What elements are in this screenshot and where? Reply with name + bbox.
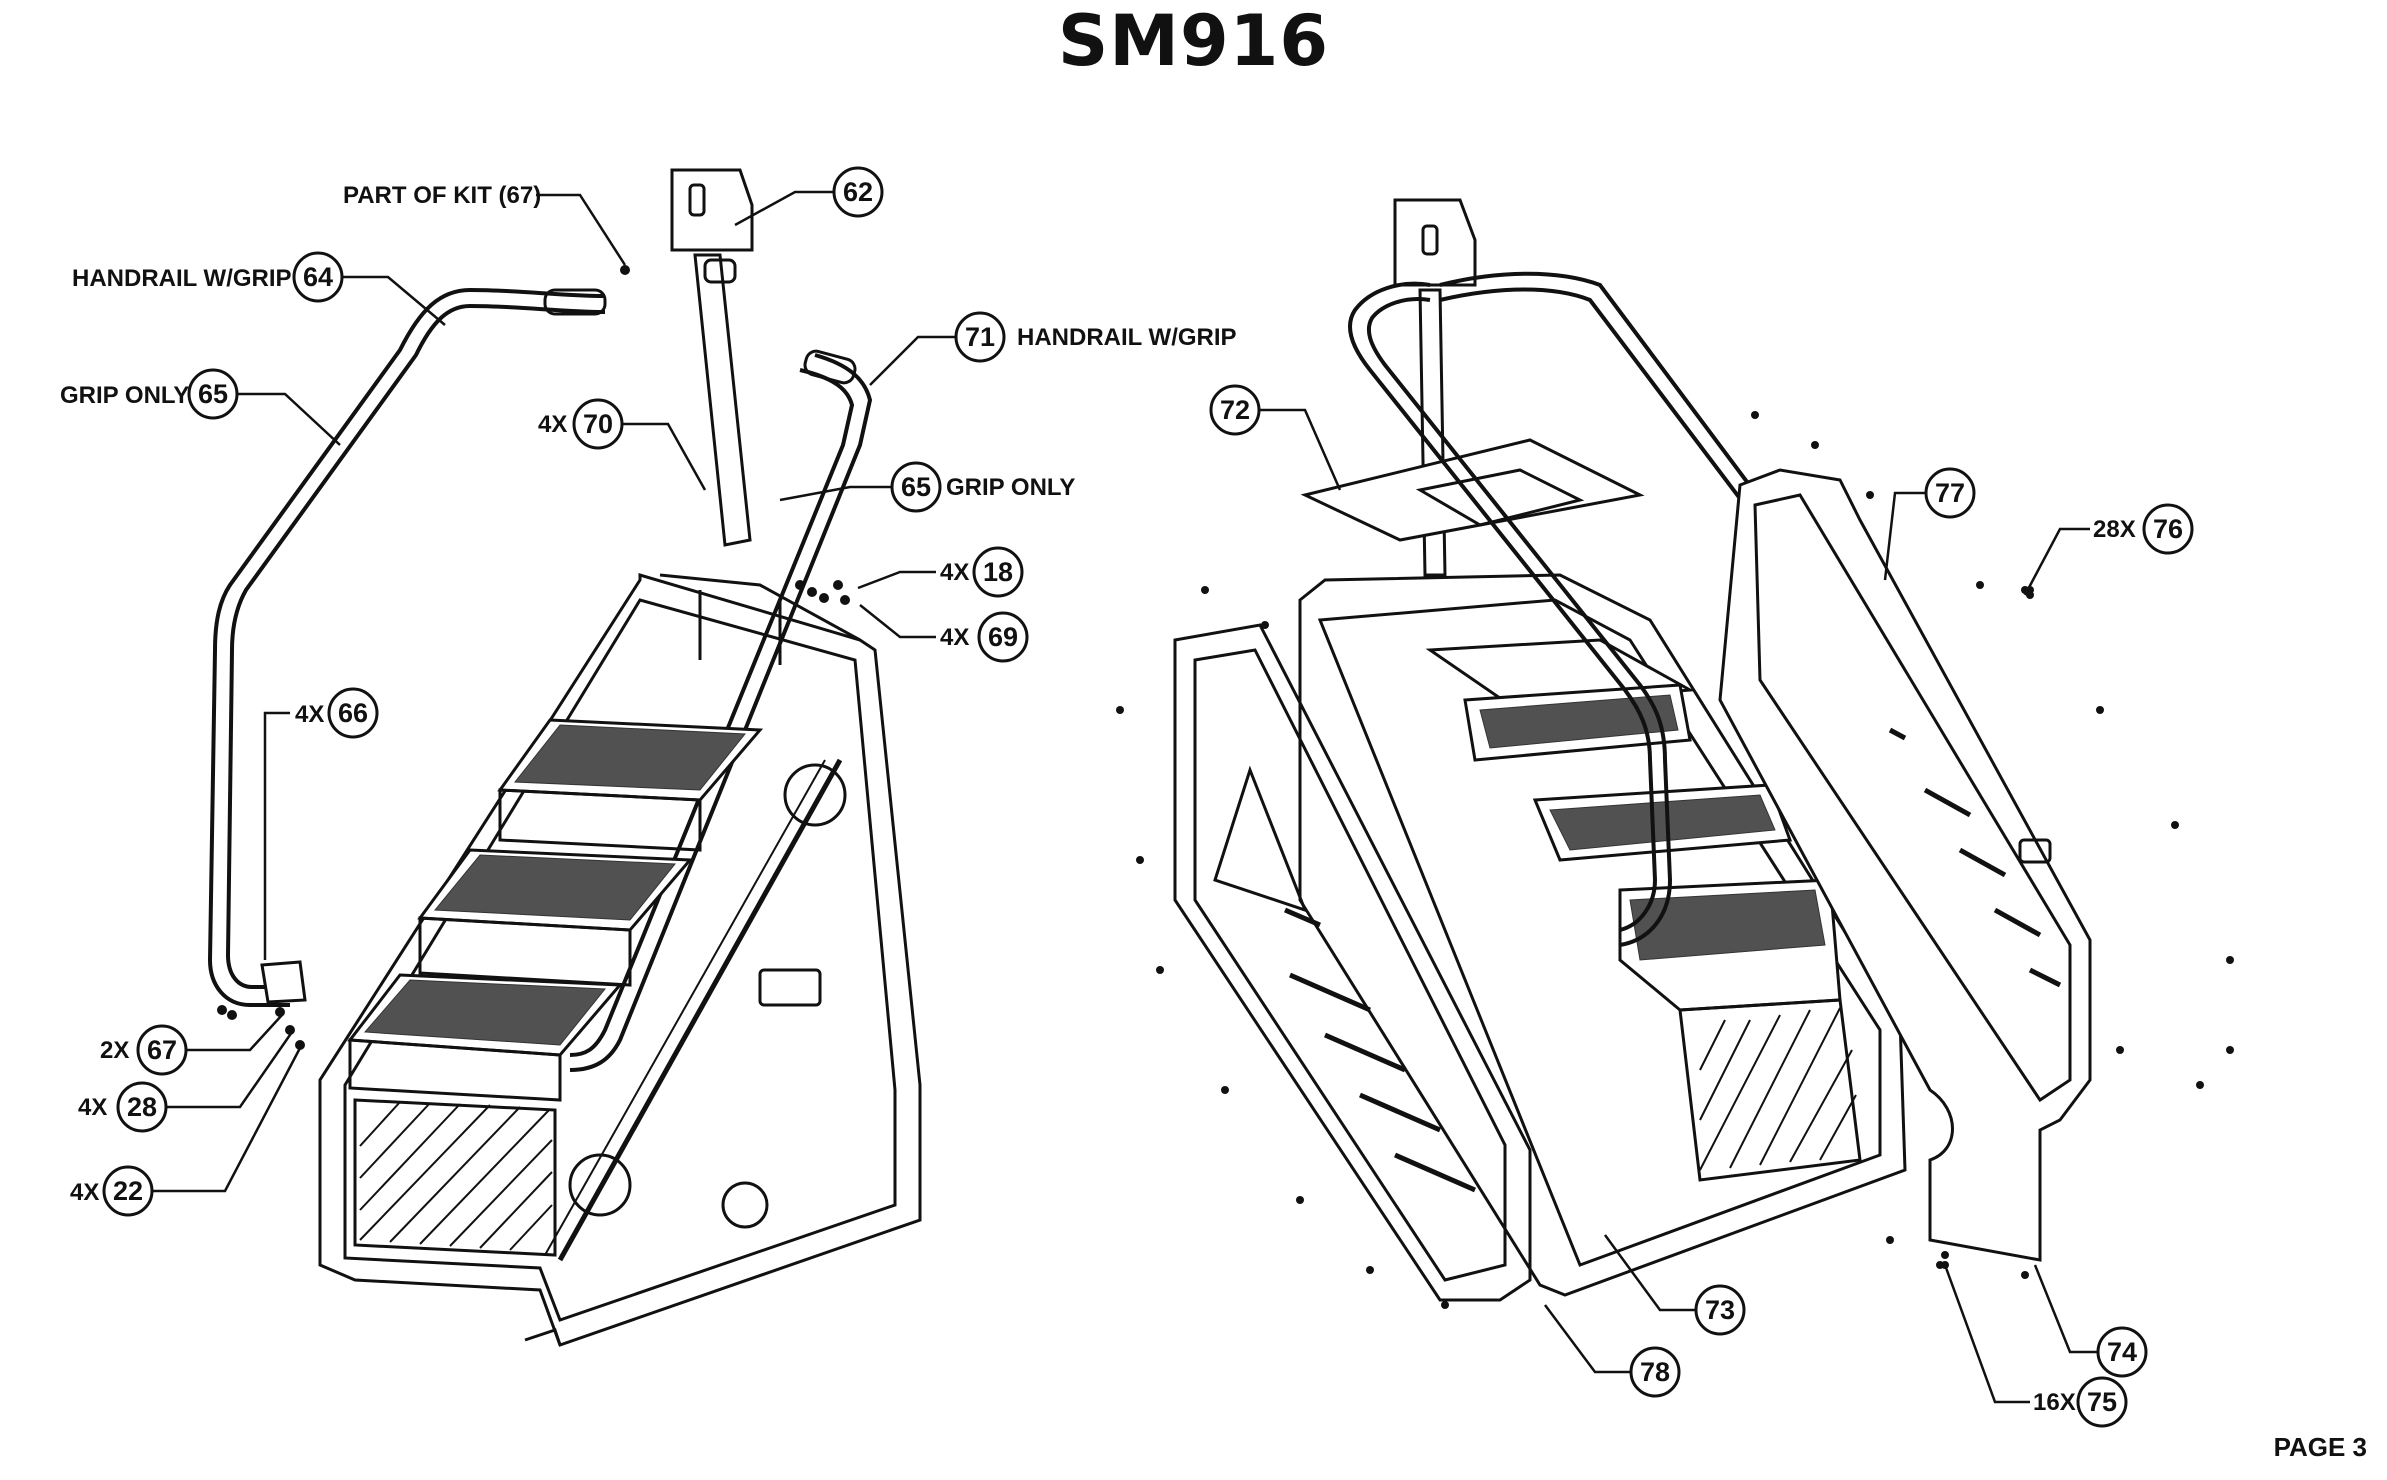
svg-text:72: 72	[1220, 395, 1250, 425]
svg-text:4X: 4X	[78, 1094, 107, 1121]
svg-text:62: 62	[843, 177, 873, 207]
svg-text:4X: 4X	[295, 701, 324, 728]
callout-65-right: 65 GRIP ONLY	[779, 461, 1075, 513]
svg-text:67: 67	[147, 1035, 177, 1065]
callout-76: 28X 76	[2023, 503, 2194, 596]
callout-78: 78	[1543, 1304, 1681, 1398]
svg-text:28: 28	[127, 1092, 157, 1122]
right-steps	[1425, 638, 1862, 1182]
callout-28: 4X 28	[78, 1031, 294, 1133]
callout-64: HANDRAIL W/GRIP 64	[72, 251, 446, 326]
svg-text:75: 75	[2087, 1387, 2117, 1417]
svg-text:74: 74	[2107, 1337, 2137, 1367]
svg-text:22: 22	[113, 1176, 143, 1206]
page-number: PAGE 3	[2273, 1432, 2367, 1462]
callout-75: 16X 75	[1943, 1264, 2128, 1428]
callout-18: 4X 18	[857, 546, 1024, 598]
svg-text:16X: 16X	[2033, 1389, 2076, 1416]
callout-70: 4X 70	[538, 398, 707, 491]
kit-note-callout: PART OF KIT (67)	[343, 182, 627, 266]
callout-73: 73	[1603, 1234, 1746, 1336]
callout-74: 74	[2033, 1264, 2148, 1378]
svg-text:HANDRAIL W/GRIP: HANDRAIL W/GRIP	[72, 265, 292, 292]
page-title: SM916	[1057, 0, 1330, 82]
svg-text:HANDRAIL W/GRIP: HANDRAIL W/GRIP	[1017, 324, 1237, 351]
svg-text:78: 78	[1640, 1357, 1670, 1387]
svg-text:4X: 4X	[940, 624, 969, 651]
callout-67: 2X 67	[100, 1014, 283, 1076]
svg-text:4X: 4X	[538, 411, 567, 438]
svg-text:GRIP ONLY: GRIP ONLY	[946, 474, 1075, 501]
svg-text:4X: 4X	[940, 559, 969, 586]
svg-text:70: 70	[583, 409, 613, 439]
svg-text:73: 73	[1705, 1295, 1735, 1325]
fastener-screws	[1116, 411, 2234, 1309]
svg-text:28X: 28X	[2093, 516, 2136, 543]
left-assembly-drawing	[207, 168, 922, 1347]
svg-text:65: 65	[901, 472, 931, 502]
right-assembly-drawing	[1116, 198, 2234, 1309]
callout-22: 4X 22	[70, 1047, 302, 1217]
svg-text:PART OF KIT (67): PART OF KIT (67)	[343, 182, 541, 209]
svg-text:66: 66	[338, 698, 368, 728]
svg-text:65: 65	[198, 379, 228, 409]
callout-69: 4X 69	[859, 604, 1029, 663]
svg-text:GRIP ONLY: GRIP ONLY	[60, 382, 189, 409]
callout-77: 77	[1883, 467, 1976, 581]
svg-text:71: 71	[965, 322, 995, 352]
svg-text:18: 18	[983, 557, 1013, 587]
svg-text:4X: 4X	[70, 1179, 99, 1206]
svg-text:69: 69	[988, 622, 1018, 652]
svg-text:64: 64	[303, 262, 333, 292]
callout-65-left: GRIP ONLY 65	[60, 368, 341, 446]
callout-71: 71 HANDRAIL W/GRIP	[869, 311, 1237, 386]
svg-text:2X: 2X	[100, 1037, 129, 1064]
svg-text:77: 77	[1935, 478, 1965, 508]
callout-62: 62	[734, 166, 884, 227]
left-steps	[347, 718, 764, 1257]
callout-72: 72	[1209, 384, 1342, 491]
callout-annotations: 62 HANDRAIL W/GRIP 64 PART OF KIT (67) G…	[60, 166, 2194, 1428]
callout-66: 4X 66	[263, 687, 379, 960]
svg-text:76: 76	[2153, 514, 2183, 544]
